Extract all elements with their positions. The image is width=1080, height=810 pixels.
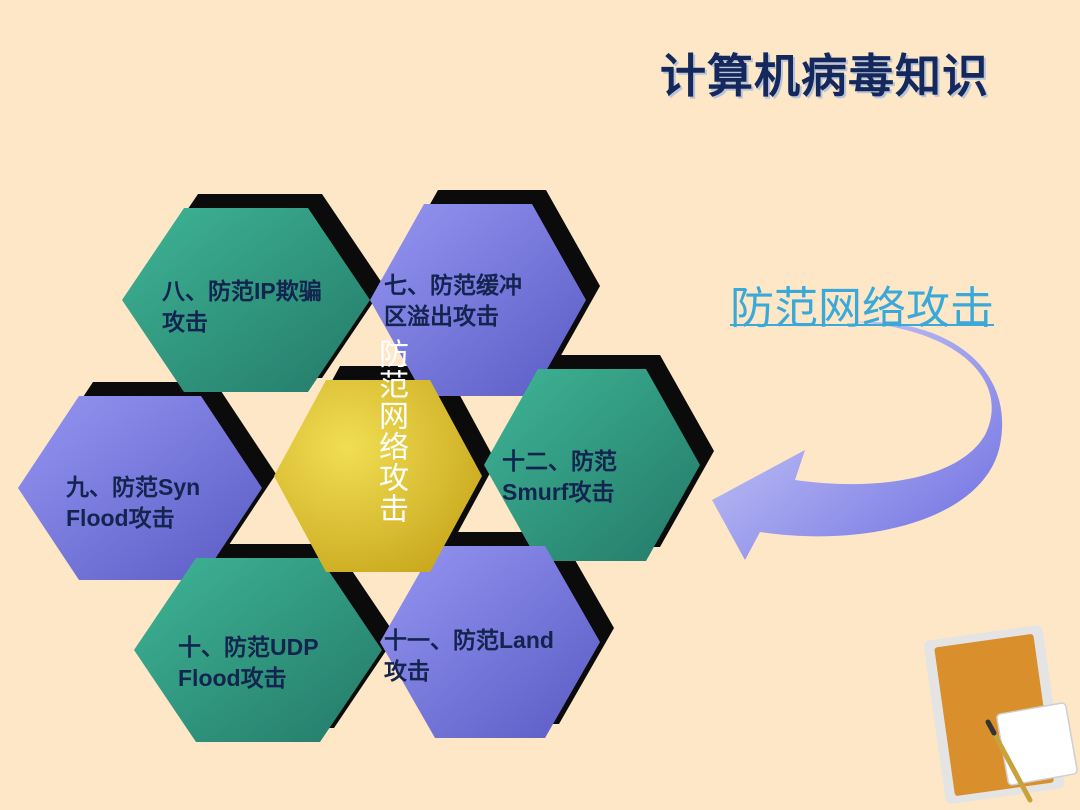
curved-arrow-icon [712, 321, 1003, 560]
hex-label-11-line-2: 攻击 [384, 658, 430, 684]
notebook-icon [923, 625, 1078, 804]
hex-label-11: 十一、防范Land 攻击 [384, 625, 554, 687]
hex-label-8-line-2: 攻击 [162, 309, 208, 335]
hex-label-7-line-1: 七、防范缓冲 [384, 272, 522, 298]
link-defend-network-attacks[interactable]: 防范网络攻击 [730, 283, 994, 334]
hex-7 [370, 204, 586, 396]
hex-8 [122, 208, 370, 392]
hex-label-11-line-1: 十一、防范Land [384, 627, 554, 653]
hex-label-12: 十二、防范 Smurf攻击 [502, 446, 617, 508]
hex-label-10-line-1: 十、防范UDP [178, 634, 319, 660]
hex-label-8: 八、防范IP欺骗 攻击 [162, 276, 322, 338]
hex-label-10-line-2: Flood攻击 [178, 665, 287, 691]
hex-9 [18, 396, 262, 580]
hex-10 [134, 558, 382, 742]
center-hex-label: 防范网络攻击 [373, 338, 408, 524]
hex-label-9-line-2: Flood攻击 [66, 505, 175, 531]
center-hex [274, 380, 482, 572]
hex-label-9: 九、防范Syn Flood攻击 [66, 472, 200, 534]
hex-label-10: 十、防范UDP Flood攻击 [178, 632, 319, 694]
hex-label-12-line-1: 十二、防范 [502, 448, 617, 474]
hexagon-cluster [18, 190, 714, 742]
hex-label-7-line-2: 区溢出攻击 [384, 303, 499, 329]
hex-12 [484, 369, 700, 561]
hex-label-8-line-1: 八、防范IP欺骗 [162, 278, 322, 304]
hex-label-12-line-2: Smurf攻击 [502, 479, 615, 505]
hex-label-9-line-1: 九、防范Syn [66, 474, 201, 500]
hex-11 [380, 546, 600, 738]
slide-title: 计算机病毒知识 [660, 49, 989, 103]
hex-label-7: 七、防范缓冲 区溢出攻击 [384, 270, 522, 332]
